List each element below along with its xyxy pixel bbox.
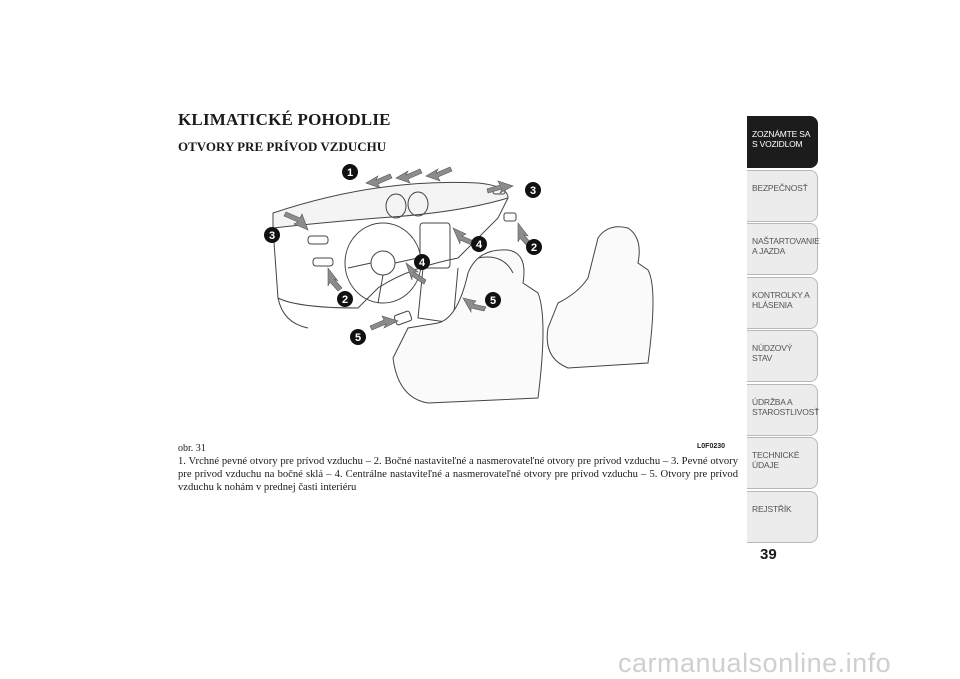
tab-nudzovy-stav[interactable]: NÚDZOVÝ STAV xyxy=(747,330,818,382)
chapter-tabs: ZOZNÁMTE SA S VOZIDLOM BEZPEČNOSŤ NAŠTAR… xyxy=(747,116,818,544)
section-subtitle: OTVORY PRE PRÍVOD VZDUCHU xyxy=(178,139,386,155)
svg-text:2: 2 xyxy=(342,294,348,306)
svg-text:1: 1 xyxy=(347,167,353,179)
callout-5b: 5 xyxy=(350,329,366,345)
figure-code: L0F0230 xyxy=(697,443,725,450)
figure-label: obr. 31 xyxy=(178,443,206,454)
page-title: KLIMATICKÉ POHODLIE xyxy=(178,110,391,130)
figure-caption: 1. Vrchné pevné otvory pre prívod vzduch… xyxy=(178,455,738,494)
callout-3a: 3 xyxy=(525,182,541,198)
page-number: 39 xyxy=(760,546,777,563)
callout-1: 1 xyxy=(342,164,358,180)
svg-text:3: 3 xyxy=(269,230,275,242)
tab-nastartovanie[interactable]: NAŠTARTOVANIE A JAZDA xyxy=(747,223,818,275)
callout-5a: 5 xyxy=(485,292,501,308)
svg-text:4: 4 xyxy=(419,257,426,269)
callout-3b: 3 xyxy=(264,227,280,243)
svg-text:4: 4 xyxy=(476,239,483,251)
tab-bezpecnost[interactable]: BEZPEČNOSŤ xyxy=(747,170,818,222)
callout-4a: 4 xyxy=(471,236,487,252)
callout-4b: 4 xyxy=(414,254,430,270)
tab-rejstrik[interactable]: REJSTŘÍK xyxy=(747,491,818,543)
tab-technicke-udaje[interactable]: TECHNICKÉ ÚDAJE xyxy=(747,437,818,489)
svg-text:5: 5 xyxy=(490,295,496,307)
air-vents-illustration: 1 3 3 2 2 4 4 5 5 xyxy=(178,158,738,438)
tab-udrzba[interactable]: ÚDRŽBA A STAROSTLIVOSŤ xyxy=(747,384,818,436)
tab-kontrolky[interactable]: KONTROLKY A HLÁSENIA xyxy=(747,277,818,329)
tab-zoznamte-sa[interactable]: ZOZNÁMTE SA S VOZIDLOM xyxy=(747,116,818,168)
svg-text:3: 3 xyxy=(530,185,536,197)
callout-2a: 2 xyxy=(526,239,542,255)
watermark: carmanualsonline.info xyxy=(618,648,891,679)
callout-2b: 2 xyxy=(337,291,353,307)
svg-text:5: 5 xyxy=(355,332,361,344)
svg-text:2: 2 xyxy=(531,242,537,254)
